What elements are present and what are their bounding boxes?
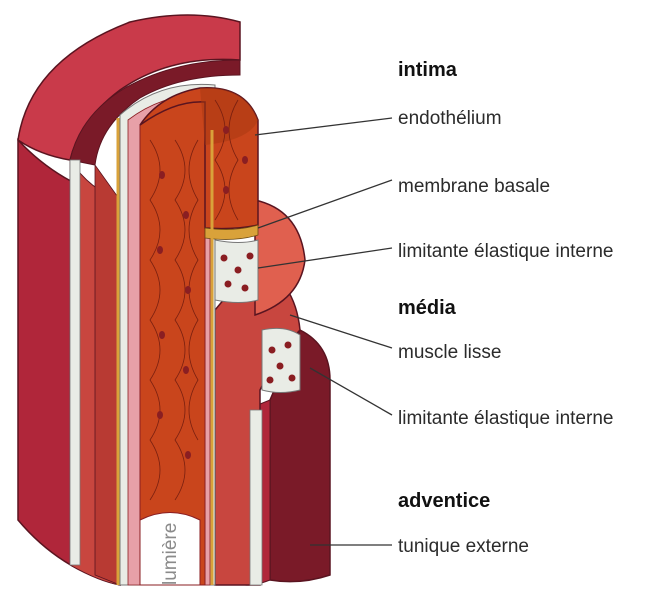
adventitia-heading: adventice bbox=[398, 490, 490, 512]
media-heading: média bbox=[398, 297, 457, 319]
internal-elastic-lamina-label-2: limitante élastique interne bbox=[398, 408, 613, 429]
external-tunic-label: tunique externe bbox=[398, 536, 529, 557]
endothelium-label: endothélium bbox=[398, 108, 502, 129]
basal-membrane-label: membrane basale bbox=[398, 176, 550, 197]
lumen-label: lumière bbox=[160, 523, 181, 585]
smooth-muscle-label: muscle lisse bbox=[398, 342, 501, 363]
intima-heading: intima bbox=[398, 59, 458, 81]
internal-elastic-lamina-label-1: limitante élastique interne bbox=[398, 241, 613, 262]
